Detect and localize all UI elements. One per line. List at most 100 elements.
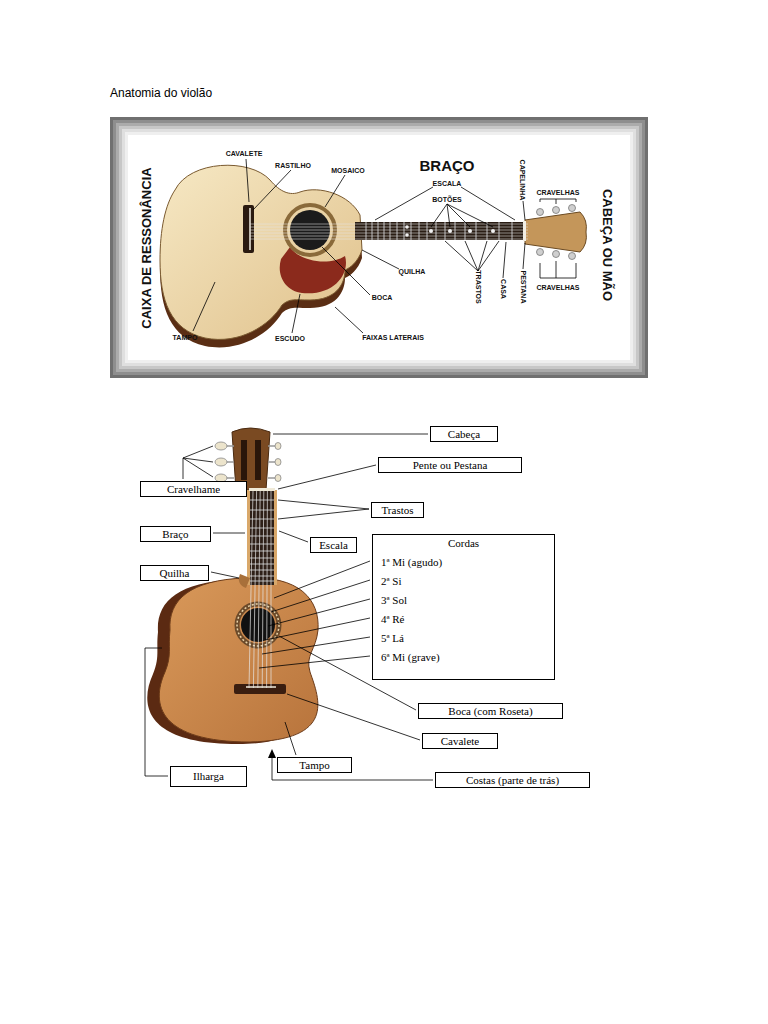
part-label: MOSAICO [331, 167, 364, 174]
label-box: Escala [310, 537, 357, 553]
steel-guitar-drawing [249, 208, 251, 250]
steel-guitar-drawing [525, 212, 586, 252]
part-label: TAMPO [173, 334, 198, 341]
string-name: 6ª Mi (grave) [381, 648, 440, 667]
leader-lines [213, 533, 245, 534]
leader-lines [447, 204, 493, 227]
leader-lines [523, 243, 525, 269]
label-box: Cordas1ª Mi (agudo)2ª Si3ª Sol4ª Ré5ª Lá… [372, 534, 555, 680]
part-label: CAPELINHA [519, 160, 526, 201]
string-name: 3ª Sol [381, 591, 407, 610]
label-box: Braço [140, 526, 211, 542]
leader-lines [259, 656, 370, 668]
leader-lines [478, 241, 499, 271]
picture-frame [110, 117, 648, 378]
part-label: QUILHA [399, 268, 426, 275]
leader-lines [273, 434, 428, 435]
part-label: ESCUDO [275, 335, 305, 342]
picture-frame [119, 126, 639, 369]
leader-lines [503, 242, 506, 278]
leader-lines [278, 500, 369, 509]
picture-frame [113, 120, 645, 375]
label-box: Ilharga [170, 766, 247, 787]
box-label: Braço [162, 528, 188, 541]
leader-lines [193, 282, 215, 331]
leader-lines [465, 241, 478, 271]
leader-lines [253, 170, 291, 210]
box-label: Costas (parte de trás) [466, 774, 559, 787]
leader-lines [287, 694, 420, 740]
box-label: Boca (com Roseta) [448, 705, 532, 718]
part-label: ESCALA [433, 180, 462, 187]
label-box: Cravelhame [140, 481, 247, 497]
leader-lines [145, 648, 168, 776]
leader-lines [278, 509, 369, 519]
part-label: BOTÕES [432, 196, 462, 203]
box-label: Quilha [160, 567, 190, 580]
picture-frame [125, 132, 633, 363]
leader-lines [246, 159, 249, 202]
leader-lines [278, 465, 376, 489]
classical-guitar-drawing [159, 578, 318, 742]
leader-lines [272, 756, 433, 780]
leader-lines [362, 250, 399, 269]
part-label: CAIXA DE RESSONÂNCIA [140, 167, 153, 328]
box-label: Tampo [299, 759, 329, 772]
part-label: CRAVELHAS [536, 284, 579, 291]
string-name: 4ª Ré [381, 610, 405, 629]
box-label: Pente ou Pestana [413, 459, 488, 472]
string-name: 5ª Lá [381, 629, 404, 648]
leader-lines [271, 580, 370, 612]
part-label: PESTANA [520, 271, 527, 304]
box-label: Escala [319, 539, 348, 552]
classical-guitar-drawing [250, 490, 274, 585]
classical-guitar-drawing [249, 488, 275, 491]
leader-lines [183, 446, 213, 458]
steel-guitar-drawing [355, 222, 525, 240]
picture-frame [122, 129, 636, 366]
leader-lines [478, 241, 487, 271]
part-label: CASA [500, 279, 507, 299]
leader-lines [322, 247, 370, 295]
leader-lines [445, 241, 478, 271]
leader-lines [540, 263, 576, 278]
classical-guitar-drawing [246, 686, 276, 688]
box-label: Cordas [448, 537, 479, 550]
label-box: Cabeça [430, 426, 498, 442]
label-box: Tampo [277, 757, 352, 773]
label-box: Pente ou Pestana [378, 457, 522, 473]
picture-frame [128, 135, 630, 360]
steel-guitar-drawing [160, 165, 362, 339]
part-label: FAIXAS LATERAIS [362, 334, 424, 341]
box-label: Cravelhame [167, 483, 220, 496]
classical-guitar-drawing [239, 574, 250, 588]
leader-lines [335, 307, 363, 333]
string-name: 2ª Si [381, 572, 401, 591]
part-label: RASTILHO [275, 162, 311, 169]
leader-lines [556, 261, 557, 278]
leader-lines [183, 458, 213, 462]
part-label: TRASTOS [475, 270, 482, 303]
label-box: Boca (com Roseta) [418, 703, 563, 719]
leader-lines [279, 531, 308, 542]
part-label: CRAVELHAS [536, 189, 579, 196]
leader-lines [183, 458, 213, 477]
leader-lines [211, 572, 239, 578]
label-box: Costas (parte de trás) [435, 772, 590, 788]
label-box: Quilha [140, 565, 209, 581]
picture-frame [116, 123, 642, 372]
leader-lines [285, 722, 296, 755]
leader-lines [262, 637, 370, 654]
label-box: Cavalete [422, 733, 498, 749]
leader-lines [183, 458, 184, 479]
page-title: Anatomia do violão [110, 86, 212, 100]
picture-frame [110, 117, 648, 378]
classical-guitar-drawing [255, 440, 261, 480]
box-label: Trastos [382, 504, 414, 517]
classical-guitar-drawing [147, 428, 318, 744]
steel-guitar-drawing [243, 205, 254, 253]
box-label: Cabeça [448, 428, 480, 441]
leader-lines [431, 204, 447, 227]
label-box: Trastos [371, 502, 424, 518]
